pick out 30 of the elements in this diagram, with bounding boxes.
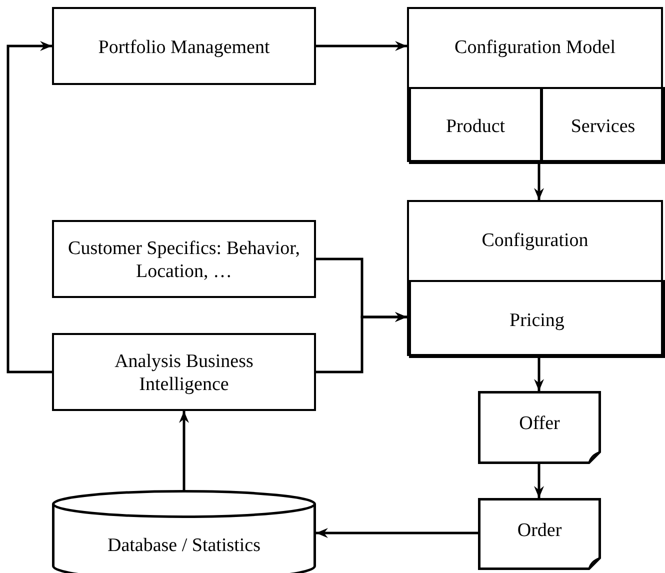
arrow xyxy=(534,464,544,498)
section-box xyxy=(409,87,542,164)
node-label: Analysis Business Intelligence xyxy=(114,351,254,397)
node-label: Order xyxy=(517,520,562,542)
arrow xyxy=(179,411,189,490)
node-label: Customer Specifics: Behavior, Location, … xyxy=(67,238,301,284)
process-box xyxy=(407,200,663,356)
node-label: Database / Statistics xyxy=(107,534,261,558)
process-box xyxy=(52,333,316,411)
node-label: Configuration xyxy=(482,230,588,253)
node-label: Offer xyxy=(519,413,560,436)
process-box xyxy=(52,220,316,298)
node-label: Configuration Model xyxy=(454,36,616,60)
node-label: Product xyxy=(446,116,506,139)
document-shape xyxy=(478,391,601,464)
process-box xyxy=(407,7,663,162)
process-box xyxy=(52,7,316,85)
document-shape xyxy=(478,498,601,570)
section-box xyxy=(541,87,665,164)
node-label: Services xyxy=(570,116,636,139)
node-label: Portfolio Management xyxy=(98,36,270,60)
arrow xyxy=(534,162,544,200)
arrow xyxy=(316,41,407,51)
arrow xyxy=(534,356,544,391)
arrow xyxy=(316,312,407,374)
node-label: Pricing xyxy=(510,310,564,332)
arrow xyxy=(6,41,52,374)
section-box xyxy=(409,280,665,358)
arrow xyxy=(316,528,478,538)
database-cylinder xyxy=(52,490,316,573)
